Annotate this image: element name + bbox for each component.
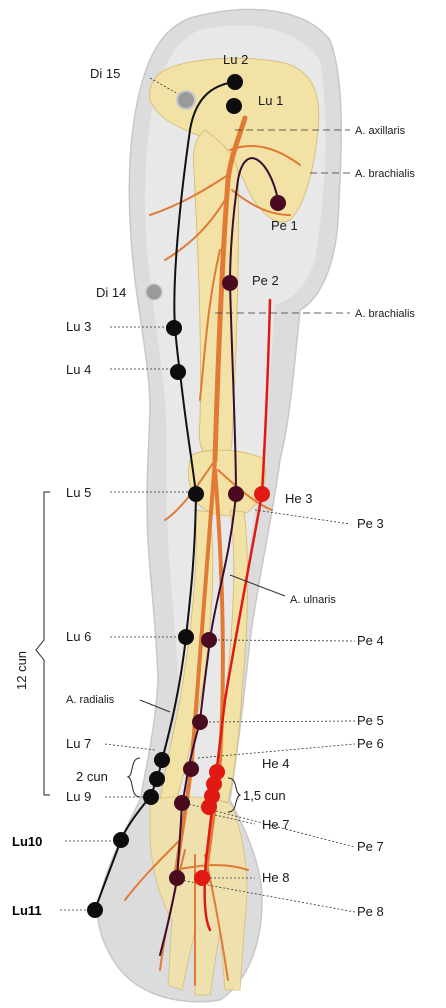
label-a-radialis: A. radialis bbox=[66, 694, 115, 706]
point-lu3 bbox=[166, 320, 182, 336]
label-pe4: Pe 4 bbox=[357, 633, 384, 648]
point-pe3 bbox=[228, 486, 244, 502]
point-pe7 bbox=[174, 795, 190, 811]
label-lu10: Lu10 bbox=[12, 834, 42, 849]
label-a-ulnaris: A. ulnaris bbox=[290, 594, 336, 606]
bracket-12-cun bbox=[36, 492, 50, 795]
label-lu6: Lu 6 bbox=[66, 629, 91, 644]
point-di14 bbox=[146, 284, 162, 300]
label-2-cun: 2 cun bbox=[76, 769, 108, 784]
label-he8: He 8 bbox=[262, 870, 289, 885]
label-he3: He 3 bbox=[285, 491, 312, 506]
point-he7 bbox=[201, 799, 217, 815]
bracket-2-cun bbox=[128, 758, 140, 797]
label-lu4: Lu 4 bbox=[66, 362, 91, 377]
label-di14: Di 14 bbox=[96, 285, 126, 300]
point-lu4 bbox=[170, 364, 186, 380]
label-he7: He 7 bbox=[262, 817, 289, 832]
point-he8 bbox=[194, 870, 210, 886]
label-he4: He 4 bbox=[262, 756, 289, 771]
point-lu10 bbox=[113, 832, 129, 848]
point-lu1 bbox=[226, 98, 242, 114]
label-lu5: Lu 5 bbox=[66, 485, 91, 500]
point-pe6 bbox=[183, 761, 199, 777]
label-lu2: Lu 2 bbox=[223, 52, 248, 67]
point-lu11 bbox=[87, 902, 103, 918]
label-a-brachialis-upper: A. brachialis bbox=[355, 168, 415, 180]
label-pe2: Pe 2 bbox=[252, 273, 279, 288]
label-1-5-cun: 1,5 cun bbox=[243, 788, 286, 803]
label-pe1: Pe 1 bbox=[271, 218, 298, 233]
label-pe6: Pe 6 bbox=[357, 736, 384, 751]
point-pe2 bbox=[222, 275, 238, 291]
label-12-cun: 12 cun bbox=[14, 651, 29, 690]
point-pe5 bbox=[192, 714, 208, 730]
point-di15 bbox=[177, 91, 195, 109]
label-a-brachialis-lower: A. brachialis bbox=[355, 308, 415, 320]
point-lu9 bbox=[143, 789, 159, 805]
point-lu8 bbox=[149, 771, 165, 787]
label-pe7: Pe 7 bbox=[357, 839, 384, 854]
point-he3 bbox=[254, 486, 270, 502]
label-pe3: Pe 3 bbox=[357, 516, 384, 531]
label-pe5: Pe 5 bbox=[357, 713, 384, 728]
label-a-axillaris: A. axillaris bbox=[355, 125, 406, 137]
label-pe8: Pe 8 bbox=[357, 904, 384, 919]
label-lu1: Lu 1 bbox=[258, 93, 283, 108]
label-lu3: Lu 3 bbox=[66, 319, 91, 334]
point-lu5 bbox=[188, 486, 204, 502]
point-pe1 bbox=[270, 195, 286, 211]
point-lu7 bbox=[154, 752, 170, 768]
label-lu9: Lu 9 bbox=[66, 789, 91, 804]
label-di15: Di 15 bbox=[90, 66, 120, 81]
point-lu2 bbox=[227, 74, 243, 90]
point-pe4 bbox=[201, 632, 217, 648]
point-pe8 bbox=[169, 870, 185, 886]
label-lu11: Lu11 bbox=[12, 903, 42, 918]
label-lu7: Lu 7 bbox=[66, 736, 91, 751]
point-lu6 bbox=[178, 629, 194, 645]
